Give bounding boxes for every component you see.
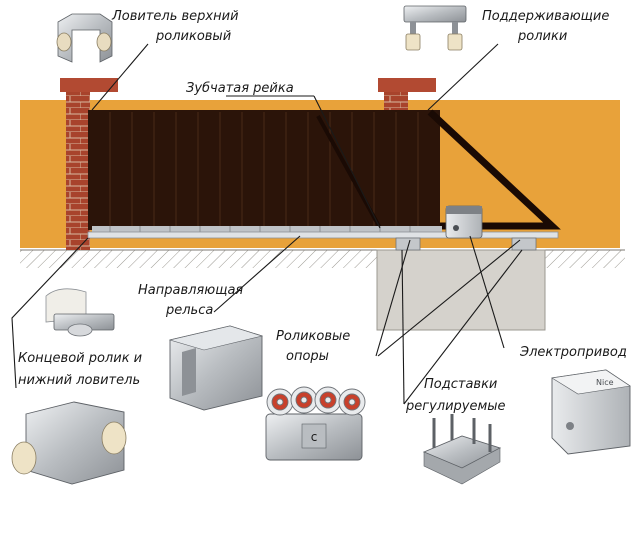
label-gear-rack: Зубчатая рейка <box>186 81 294 96</box>
left-pillar <box>60 78 118 250</box>
ground <box>20 249 625 331</box>
label-end-roller-line1: Концевой ролик и <box>18 351 142 366</box>
foundation <box>376 249 546 331</box>
label-electric-drive: Электропривод <box>519 345 627 360</box>
end-roller-illustration <box>45 288 115 337</box>
rail-profile-illustration <box>168 325 264 411</box>
adjustable-stand-illustration <box>422 414 502 485</box>
label-adjustable-stands-line2: регулируемые <box>405 399 506 414</box>
support-rollers-illustration <box>403 5 467 51</box>
upper-catcher-illustration <box>56 13 113 63</box>
svg-text:c: c <box>311 430 318 444</box>
leader-lines <box>11 43 523 405</box>
label-support-rollers-line2: ролики <box>517 29 567 44</box>
label-roller-supports-line1: Роликовые <box>276 329 350 344</box>
lower-catcher-illustration <box>11 401 127 485</box>
label-upper-catcher-line1: Ловитель верхний <box>111 9 239 24</box>
electric-drive-illustration: Nice <box>551 369 631 455</box>
label-adjustable-stands-line1: Подставки <box>424 377 497 392</box>
label-upper-catcher-line2: роликовый <box>155 29 231 44</box>
label-guide-rail-line1: Направляющая <box>138 283 243 298</box>
roller-carriage-illustration: c <box>265 386 366 461</box>
motor-on-gate <box>445 205 483 239</box>
label-support-rollers-line1: Поддерживающие <box>482 9 609 24</box>
label-guide-rail-line2: рельса <box>165 303 213 318</box>
label-end-roller-line2: нижний ловитель <box>18 373 140 388</box>
motor-brand: Nice <box>596 378 614 387</box>
label-roller-supports-line2: опоры <box>286 349 329 364</box>
